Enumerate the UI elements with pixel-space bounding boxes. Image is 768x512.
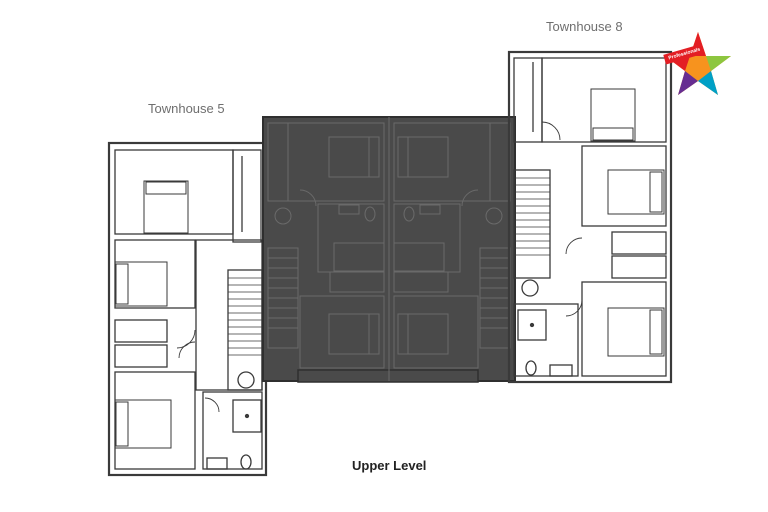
townhouse-8-plan bbox=[507, 50, 673, 384]
middle-units-plan bbox=[262, 116, 516, 383]
townhouse-5-label: Townhouse 5 bbox=[148, 101, 225, 116]
townhouse-5-plan bbox=[107, 141, 268, 477]
level-label: Upper Level bbox=[352, 458, 427, 473]
townhouse-8-label: Townhouse 8 bbox=[546, 19, 623, 34]
professionals-star-logo bbox=[663, 32, 731, 95]
